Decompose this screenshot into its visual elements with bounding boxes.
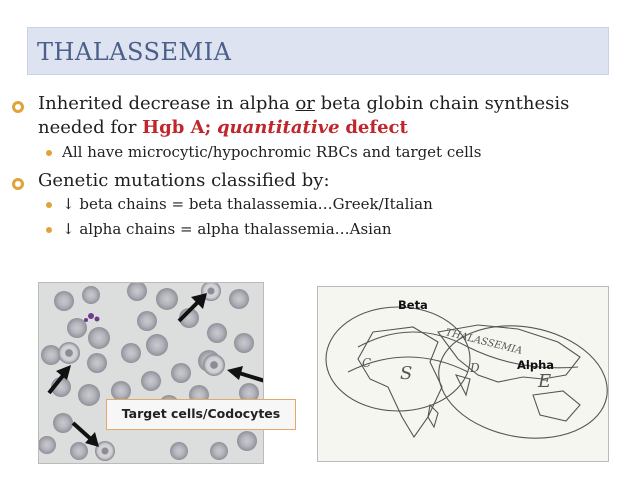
bullet-1-line-1: Inherited decrease in alpha or beta glob… [38,93,569,114]
sub-bullet-1: All have microcytic/hypochromic RBCs and… [62,143,482,161]
sub-bullet-3: ↓ alpha chains = alpha thalassemia…Asian [62,220,392,238]
slide-title: THALASSEMIA [37,38,232,66]
target-cells-caption: Target cells/Codocytes [106,399,296,430]
title-bar: THALASSEMIA [27,27,609,75]
sub-bullet-dot-icon [46,227,52,233]
map-letter-d: D [469,361,480,375]
bullet-ring-icon [12,98,24,117]
blood-smear-drawing [39,283,263,463]
sub-bullet-dot-icon [46,150,52,156]
bullet-1-line-2: needed for Hgb A; quantitative defect [38,117,408,138]
sub-bullet-2: ↓ beta chains = beta thalassemia…Greek/I… [62,195,433,213]
sub-bullet-dot-icon [46,202,52,208]
bullet-1-text-a: Inherited decrease in alpha [38,93,296,114]
blood-smear-image [38,282,264,464]
bullet-1-text-or: or [295,93,315,114]
bullet-1-hgb: Hgb A; [142,117,212,138]
bullet-1-text-c: needed for [38,117,143,138]
map-letter-e: E [537,371,551,392]
map-letter-c: C [362,356,371,370]
world-map-drawing: S E C D THALASSEMIA [318,287,608,461]
bullet-2-text: Genetic mutations classified by: [38,170,330,191]
map-letter-s: S [400,363,412,384]
bullet-1-quantitative: quantitative [216,117,340,138]
bullet-ring-icon [12,175,24,194]
map-beta-label: Beta [398,298,428,312]
bullet-1-text-b: beta globin chain synthesis [314,93,570,114]
bullet-1-defect: defect [345,117,408,138]
map-alpha-label: Alpha [517,358,555,372]
thalassemia-world-map: S E C D THALASSEMIA [317,286,609,462]
